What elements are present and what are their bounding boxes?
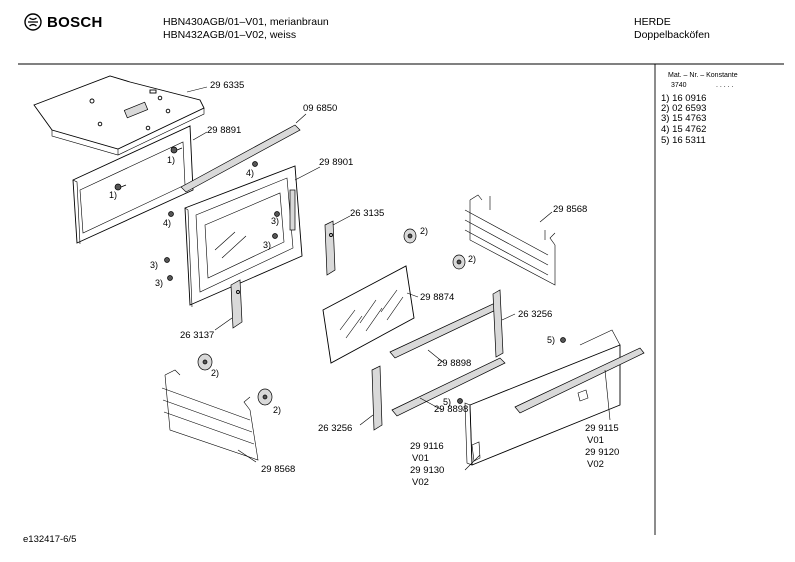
part-label-298568-bottom: 29 8568 <box>261 464 296 475</box>
inner-panel-part <box>72 125 194 245</box>
part-label-298568-top: 29 8568 <box>553 204 588 215</box>
part-label-263135: 26 3135 <box>350 208 385 219</box>
rack-top-right-part <box>464 194 556 286</box>
screw-1-bottom-part <box>114 183 127 191</box>
part-label-299115-v01: V01 <box>587 435 604 446</box>
bosch-logo-icon <box>24 13 42 31</box>
part-label-263256-bottom: 26 3256 <box>318 423 353 434</box>
mat-constant-dots: . . . . . <box>716 82 734 89</box>
side-rail-lower-part <box>371 365 383 431</box>
screw-5-a-part <box>560 337 566 343</box>
part-label-296335: 29 6335 <box>210 80 245 91</box>
part-label-298891: 29 8891 <box>207 125 242 136</box>
roller-2-d-part <box>257 388 273 406</box>
hinge-bracket-left-part <box>230 279 243 329</box>
screw-3-b-part <box>167 275 173 281</box>
ref-marker-3-d: 3) <box>155 278 164 288</box>
screw-4-b-part <box>168 211 174 217</box>
parts-list-item: 2) 02 6593 <box>661 103 707 114</box>
part-label-298898-b: 29 8898 <box>434 404 469 415</box>
part-label-096850: 09 6850 <box>303 103 338 114</box>
ref-marker-5-a: 5) <box>547 335 556 345</box>
brand-name: BOSCH <box>47 14 103 31</box>
roller-2-b-part <box>452 254 466 270</box>
part-label-299120: 29 9120 <box>585 447 620 458</box>
screw-3-a-part <box>164 257 170 263</box>
door-strip-lower-part <box>391 357 506 417</box>
part-label-298898-a: 29 8898 <box>437 358 472 369</box>
ref-marker-1-b: 1) <box>109 190 118 200</box>
rack-bottom-left-part <box>161 369 259 461</box>
glass-pane-part <box>322 265 415 364</box>
ref-marker-1-a: 1) <box>167 155 176 165</box>
parts-list-item: 4) 15 4762 <box>661 124 707 135</box>
ref-marker-3-b: 3) <box>263 240 272 250</box>
roller-2-a-part <box>403 228 417 244</box>
mat-constant: 3740 <box>671 82 687 89</box>
ref-marker-5-b: 5) <box>443 397 452 407</box>
part-label-299116-v01: V01 <box>412 453 429 464</box>
ref-marker-3-c: 3) <box>150 260 159 270</box>
part-label-299120-v02: V02 <box>587 459 604 470</box>
screw-4-a-part <box>252 161 258 167</box>
ref-marker-2-b: 2) <box>468 254 477 264</box>
document-id: e132417-6/5 <box>23 534 77 545</box>
hinge-bracket-right-part <box>324 220 336 276</box>
ref-marker-4-a: 4) <box>246 168 255 178</box>
part-label-299130: 29 9130 <box>410 465 445 476</box>
screw-5-b-part <box>457 398 463 404</box>
part-label-298874: 29 8874 <box>420 292 455 303</box>
ref-marker-2-d: 2) <box>273 405 282 415</box>
side-rail-upper-part <box>492 289 504 358</box>
part-label-263137: 26 3137 <box>180 330 215 341</box>
inner-door-frame-part <box>184 165 303 308</box>
subcategory-title: Doppelbacköfen <box>634 29 710 41</box>
part-label-299116: 29 9116 <box>410 441 444 452</box>
part-label-298901: 29 8901 <box>319 157 354 168</box>
model-line-2: HBN432AGB/01–V02, weiss <box>163 29 297 41</box>
screw-1-top-part <box>170 146 183 154</box>
ref-marker-2-a: 2) <box>420 226 429 236</box>
roller-2-c-part <box>197 353 213 371</box>
trim-strip-part <box>180 124 301 193</box>
top-cover-part <box>33 75 205 156</box>
outer-door-part <box>464 329 645 466</box>
ref-marker-3-a: 3) <box>271 216 280 226</box>
part-label-299115: 29 9115 <box>585 423 619 434</box>
parts-list-item: 5) 16 5311 <box>661 135 706 146</box>
part-label-263256-top: 26 3256 <box>518 309 553 320</box>
parts-list-item: 1) 16 0916 <box>661 93 707 104</box>
model-line-1: HBN430AGB/01–V01, merianbraun <box>163 16 329 28</box>
parts-list-item: 3) 15 4763 <box>661 113 707 124</box>
ref-marker-4-b: 4) <box>163 218 172 228</box>
category-title: HERDE <box>634 16 671 28</box>
ref-marker-2-c: 2) <box>211 368 220 378</box>
part-label-299130-v02: V02 <box>412 477 429 488</box>
mat-nr-header: Mat. – Nr. – Konstante <box>668 72 738 79</box>
